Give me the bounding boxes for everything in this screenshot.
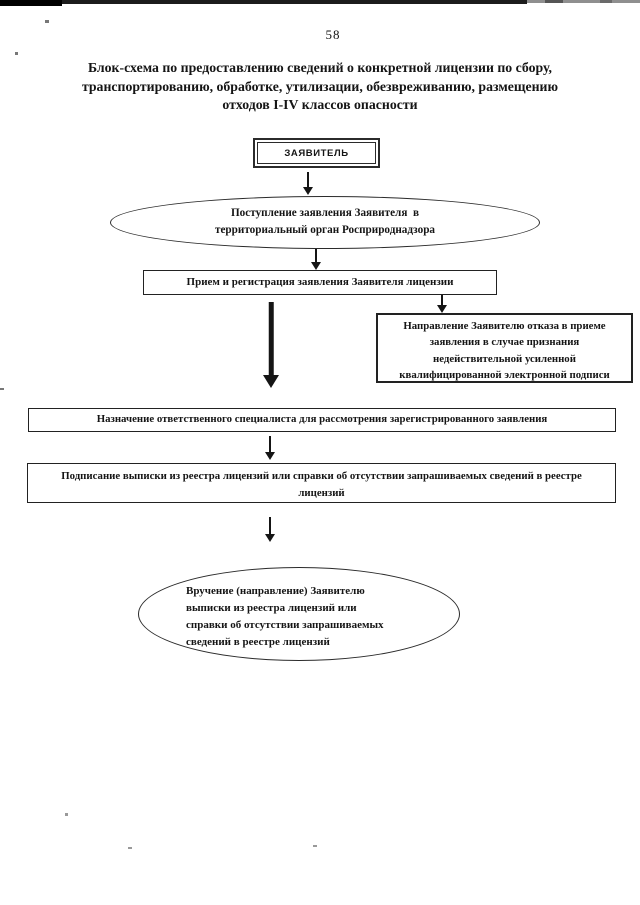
arrow-head: [303, 187, 313, 195]
connector-arrow-registration-to-assignment: [260, 302, 282, 388]
scan-speck: [65, 813, 68, 816]
arrow-head: [437, 305, 447, 313]
applicant-box: ЗАЯВИТЕЛЬ: [253, 138, 380, 168]
scan-edge-dash: [545, 0, 563, 3]
registration-label: Прием и регистрация заявления Заявителя …: [186, 276, 454, 288]
rejection-line: недействительной усиленной: [433, 352, 576, 365]
delivery-line: справки об отсутствии запрашиваемых: [186, 619, 384, 631]
scan-edge-line-thick: [0, 0, 62, 6]
rejection-line: заявления в случае признания: [429, 336, 580, 349]
signing-box: Подписание выписки из реестра лицензий и…: [27, 463, 616, 503]
arrow-shaft: [269, 517, 271, 536]
signing-label: Подписание выписки из реестра лицензий и…: [61, 470, 582, 499]
scan-edge-line-gray: [527, 0, 640, 3]
connector-arrow-registration-to-rejection: [434, 295, 450, 313]
arrow-shaft: [269, 436, 271, 454]
scan-speck: [0, 388, 4, 390]
connector-arrow-signing-to-delivery: [262, 517, 278, 542]
delivery-line: сведений в реестре лицензий: [186, 636, 330, 648]
title-line: отходов I-IV классов опасности: [222, 97, 418, 112]
connector-arrow-receipt-to-registration: [308, 249, 324, 270]
scan-edge-dash: [600, 0, 612, 3]
rejection-box: Направление Заявителю отказа в приеме за…: [376, 313, 633, 383]
scan-speck: [45, 20, 49, 23]
scan-edge-line: [0, 0, 527, 4]
arrow-head: [265, 452, 275, 460]
receipt-line: территориальный орган Росприроднадзора: [214, 224, 436, 236]
connector-arrow-assignment-to-signing: [262, 436, 278, 460]
arrow-shaft: [441, 295, 443, 307]
arrow-head: [263, 375, 279, 388]
delivery-ellipse: Вручение (направление) Заявителю выписки…: [138, 567, 460, 661]
rejection-line: Направление Заявителю отказа в приеме: [403, 320, 606, 332]
applicant-label: ЗАЯВИТЕЛЬ: [257, 142, 376, 164]
scan-speck: [15, 52, 18, 55]
arrow-shaft: [268, 302, 274, 377]
title-line: Блок-схема по предоставлению сведений о …: [87, 60, 553, 75]
arrow-head: [311, 262, 321, 270]
scan-speck: [313, 845, 317, 847]
rejection-line: квалифицированной электронной подписи: [399, 369, 610, 382]
page-number: 58: [325, 27, 341, 42]
receipt-ellipse: Поступление заявления Заявителя в террит…: [110, 196, 540, 249]
arrow-shaft: [307, 172, 309, 189]
connector-arrow-applicant-to-receipt: [300, 172, 316, 195]
scan-speck: [128, 847, 132, 849]
delivery-line: Вручение (направление) Заявителю: [186, 585, 365, 597]
assignment-label: Назначение ответственного специалиста дл…: [96, 413, 548, 425]
receipt-line: Поступление заявления Заявителя в: [230, 207, 420, 219]
registration-box: Прием и регистрация заявления Заявителя …: [143, 270, 497, 295]
page-title: Блок-схема по предоставлению сведений о …: [40, 59, 600, 115]
title-line: транспортированию, обработке, утилизации…: [81, 78, 559, 94]
delivery-line: выписки из реестра лицензий или: [186, 602, 357, 614]
arrow-shaft: [315, 249, 317, 264]
assignment-box: Назначение ответственного специалиста дл…: [28, 408, 616, 432]
arrow-head: [265, 534, 275, 542]
